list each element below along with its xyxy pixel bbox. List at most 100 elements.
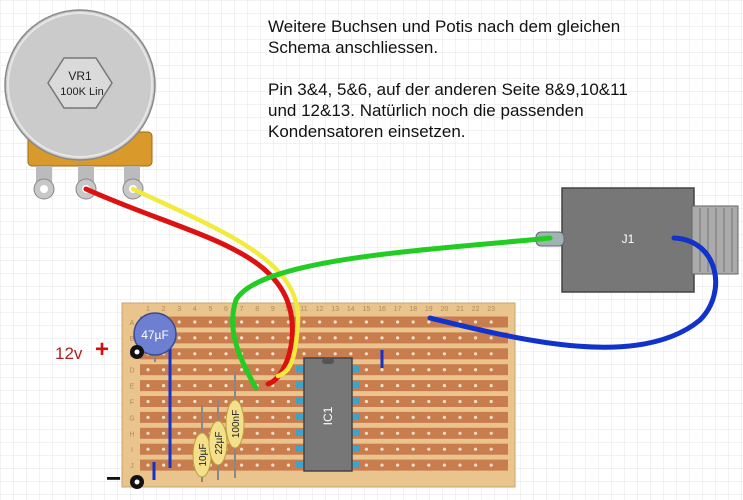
- strip-hole: [162, 384, 166, 388]
- cap-47uF-label: 47µF: [141, 328, 169, 342]
- strip-hole: [474, 320, 478, 324]
- strip-hole: [318, 320, 322, 324]
- strip-hole: [427, 368, 431, 372]
- strip-hole: [364, 431, 368, 435]
- strip-hole: [380, 384, 384, 388]
- strip-hole: [474, 352, 478, 356]
- wire-green: [230, 235, 553, 391]
- strip-hole: [146, 415, 150, 419]
- strip-hole: [302, 320, 306, 324]
- ic-pin: [350, 365, 360, 373]
- row-label: A: [130, 320, 135, 327]
- strip-hole: [318, 336, 322, 340]
- note-line: Pin 3&4, 5&6, auf der anderen Seite 8&9,…: [268, 80, 628, 99]
- ic-pin: [296, 429, 306, 437]
- strip-hole: [489, 415, 493, 419]
- column-label: 4: [193, 306, 197, 313]
- strip-hole: [489, 399, 493, 404]
- strip-hole: [286, 447, 290, 451]
- strip-hole: [364, 368, 368, 372]
- strip-hole: [193, 336, 197, 340]
- strip-hole: [146, 431, 150, 435]
- strip-hole: [380, 368, 384, 372]
- column-label: 2: [162, 306, 166, 313]
- strip-hole: [177, 431, 181, 435]
- column-label: 13: [331, 306, 339, 313]
- strip-hole: [193, 352, 197, 356]
- strip-hole: [224, 352, 228, 356]
- strip-hole: [396, 352, 400, 356]
- strip-hole: [458, 415, 462, 419]
- strip-hole: [380, 336, 384, 340]
- ic-name: IC1: [321, 406, 335, 425]
- strip-hole: [442, 384, 446, 388]
- strip-hole: [411, 336, 415, 340]
- column-label: 7: [240, 306, 244, 313]
- column-label: 9: [271, 306, 275, 313]
- strip-hole: [286, 431, 290, 435]
- strip-hole: [427, 320, 431, 324]
- column-label: 15: [363, 306, 371, 313]
- strip-hole: [240, 320, 244, 324]
- note-line: Schema anschliessen.: [268, 38, 439, 57]
- column-label: 21: [456, 306, 464, 313]
- capacitor-10uF: 10µF: [192, 405, 212, 482]
- strip-hole: [489, 447, 493, 451]
- strip-hole: [255, 415, 259, 419]
- strip-hole: [193, 399, 197, 404]
- strip-hole: [427, 352, 431, 356]
- strip-hole: [411, 399, 415, 404]
- strip-hole: [208, 415, 212, 419]
- strip-hole: [208, 399, 212, 404]
- strip-hole: [489, 320, 493, 324]
- strip-hole: [208, 352, 212, 356]
- strip-hole: [255, 368, 259, 372]
- ic-pin: [296, 460, 306, 468]
- strip-hole: [240, 336, 244, 340]
- strip-hole: [193, 415, 197, 419]
- strip-hole: [427, 399, 431, 404]
- strip-hole: [458, 463, 462, 467]
- strip-hole: [442, 431, 446, 435]
- strip-hole: [193, 384, 197, 388]
- wire-blue: [427, 235, 718, 350]
- note-line: Weitere Buchsen und Potis nach dem gleic…: [268, 17, 621, 36]
- strip-hole: [411, 447, 415, 451]
- strip-hole: [177, 320, 181, 324]
- column-label: 14: [347, 306, 355, 313]
- ic-pin: [296, 445, 306, 452]
- strip-hole: [380, 431, 384, 435]
- strip-hole: [396, 431, 400, 435]
- strip-hole: [364, 336, 368, 340]
- strip-hole: [333, 352, 337, 356]
- instruction-note-1: Weitere Buchsen und Potis nach dem gleic…: [268, 16, 620, 58]
- strip-hole: [302, 352, 306, 356]
- pot-value: 100K Lin: [60, 86, 103, 98]
- strip-hole: [364, 384, 368, 388]
- strip-hole: [240, 399, 244, 404]
- strip-hole: [458, 368, 462, 372]
- strip-hole: [255, 352, 259, 356]
- strip-hole: [474, 336, 478, 340]
- strip-hole: [224, 463, 228, 467]
- minus-sign: −: [106, 463, 122, 493]
- strip-hole: [458, 336, 462, 340]
- strip-hole: [427, 447, 431, 451]
- strip-hole: [208, 320, 212, 324]
- strip-hole: [271, 415, 275, 419]
- strip-hole: [411, 415, 415, 419]
- strip-hole: [162, 399, 166, 404]
- strip-hole: [240, 368, 244, 372]
- strip-hole: [255, 431, 259, 435]
- strip-hole: [146, 463, 150, 467]
- strip-hole: [162, 431, 166, 435]
- strip-hole: [396, 415, 400, 419]
- ic-pin: [350, 381, 360, 389]
- strip-hole: [364, 320, 368, 324]
- strip-hole: [193, 431, 197, 435]
- strip-hole: [364, 447, 368, 451]
- strip-hole: [255, 336, 259, 340]
- row-label: G: [129, 415, 134, 422]
- strip-hole: [364, 463, 368, 467]
